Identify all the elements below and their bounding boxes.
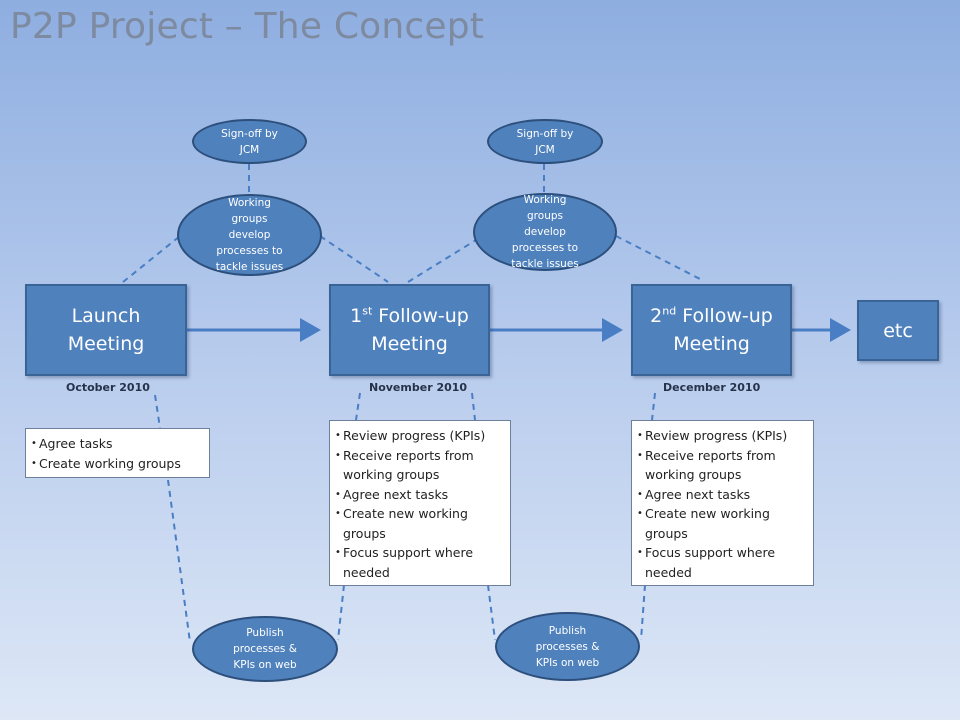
launch-tasks-note: Agree tasks Create working groups — [25, 428, 210, 478]
first-line1-rest: Follow-up — [372, 305, 469, 327]
first-task-item: Create new working groups — [335, 504, 504, 543]
signoff-oval-1-text: Sign-off by JCM — [221, 127, 278, 156]
etc-box: etc — [857, 300, 939, 361]
launch-task-item: Create working groups — [31, 454, 203, 474]
second-task-item: Receive reports from working groups — [637, 446, 807, 485]
date-second: December 2010 — [663, 381, 761, 394]
first-ordinal-suffix: st — [362, 304, 373, 318]
second-task-item: Review progress (KPIs) — [637, 426, 807, 446]
working-groups-oval-2: Working groups develop processes to tack… — [473, 193, 617, 271]
etc-label: etc — [883, 319, 913, 342]
date-first: November 2010 — [369, 381, 468, 394]
second-followup-tasks-note: Review progress (KPIs) Receive reports f… — [631, 420, 814, 586]
first-followup-tasks-note: Review progress (KPIs) Receive reports f… — [329, 420, 511, 586]
launch-task-item: Agree tasks — [31, 434, 203, 454]
working-groups-oval-1: Working groups develop processes to tack… — [177, 194, 322, 276]
first-task-item: Receive reports from working groups — [335, 446, 504, 485]
working-groups-oval-1-text: Working groups develop processes to tack… — [215, 197, 284, 273]
second-task-item: Focus support where needed — [637, 543, 807, 582]
signoff-oval-2: Sign-off by JCM — [487, 119, 603, 164]
launch-line2: Meeting — [67, 333, 145, 355]
publish-oval-2-text: Publish processes & KPIs on web — [535, 624, 600, 669]
first-line2: Meeting — [371, 333, 448, 355]
first-task-item: Review progress (KPIs) — [335, 426, 504, 446]
first-task-item: Agree next tasks — [335, 485, 504, 505]
publish-oval-1-text: Publish processes & KPIs on web — [233, 627, 297, 671]
working-groups-oval-2-text: Working groups develop processes to tack… — [511, 194, 579, 270]
second-ordinal-suffix: nd — [662, 304, 677, 318]
first-ordinal: 1 — [350, 305, 363, 327]
second-task-item: Agree next tasks — [637, 485, 807, 505]
page-title: P2P Project – The Concept — [10, 6, 485, 47]
second-line2: Meeting — [673, 333, 750, 355]
signoff-oval-1: Sign-off by JCM — [192, 119, 307, 164]
second-ordinal: 2 — [650, 305, 663, 327]
publish-oval-2: Publish processes & KPIs on web — [495, 612, 640, 681]
first-task-item: Focus support where needed — [335, 543, 504, 582]
second-task-item: Create new working groups — [637, 504, 807, 543]
second-line1-rest: Follow-up — [676, 305, 773, 327]
signoff-oval-2-text: Sign-off by JCM — [516, 127, 574, 156]
launch-line1: Launch — [71, 305, 141, 327]
date-launch: October 2010 — [66, 381, 150, 394]
publish-oval-1: Publish processes & KPIs on web — [192, 616, 338, 682]
